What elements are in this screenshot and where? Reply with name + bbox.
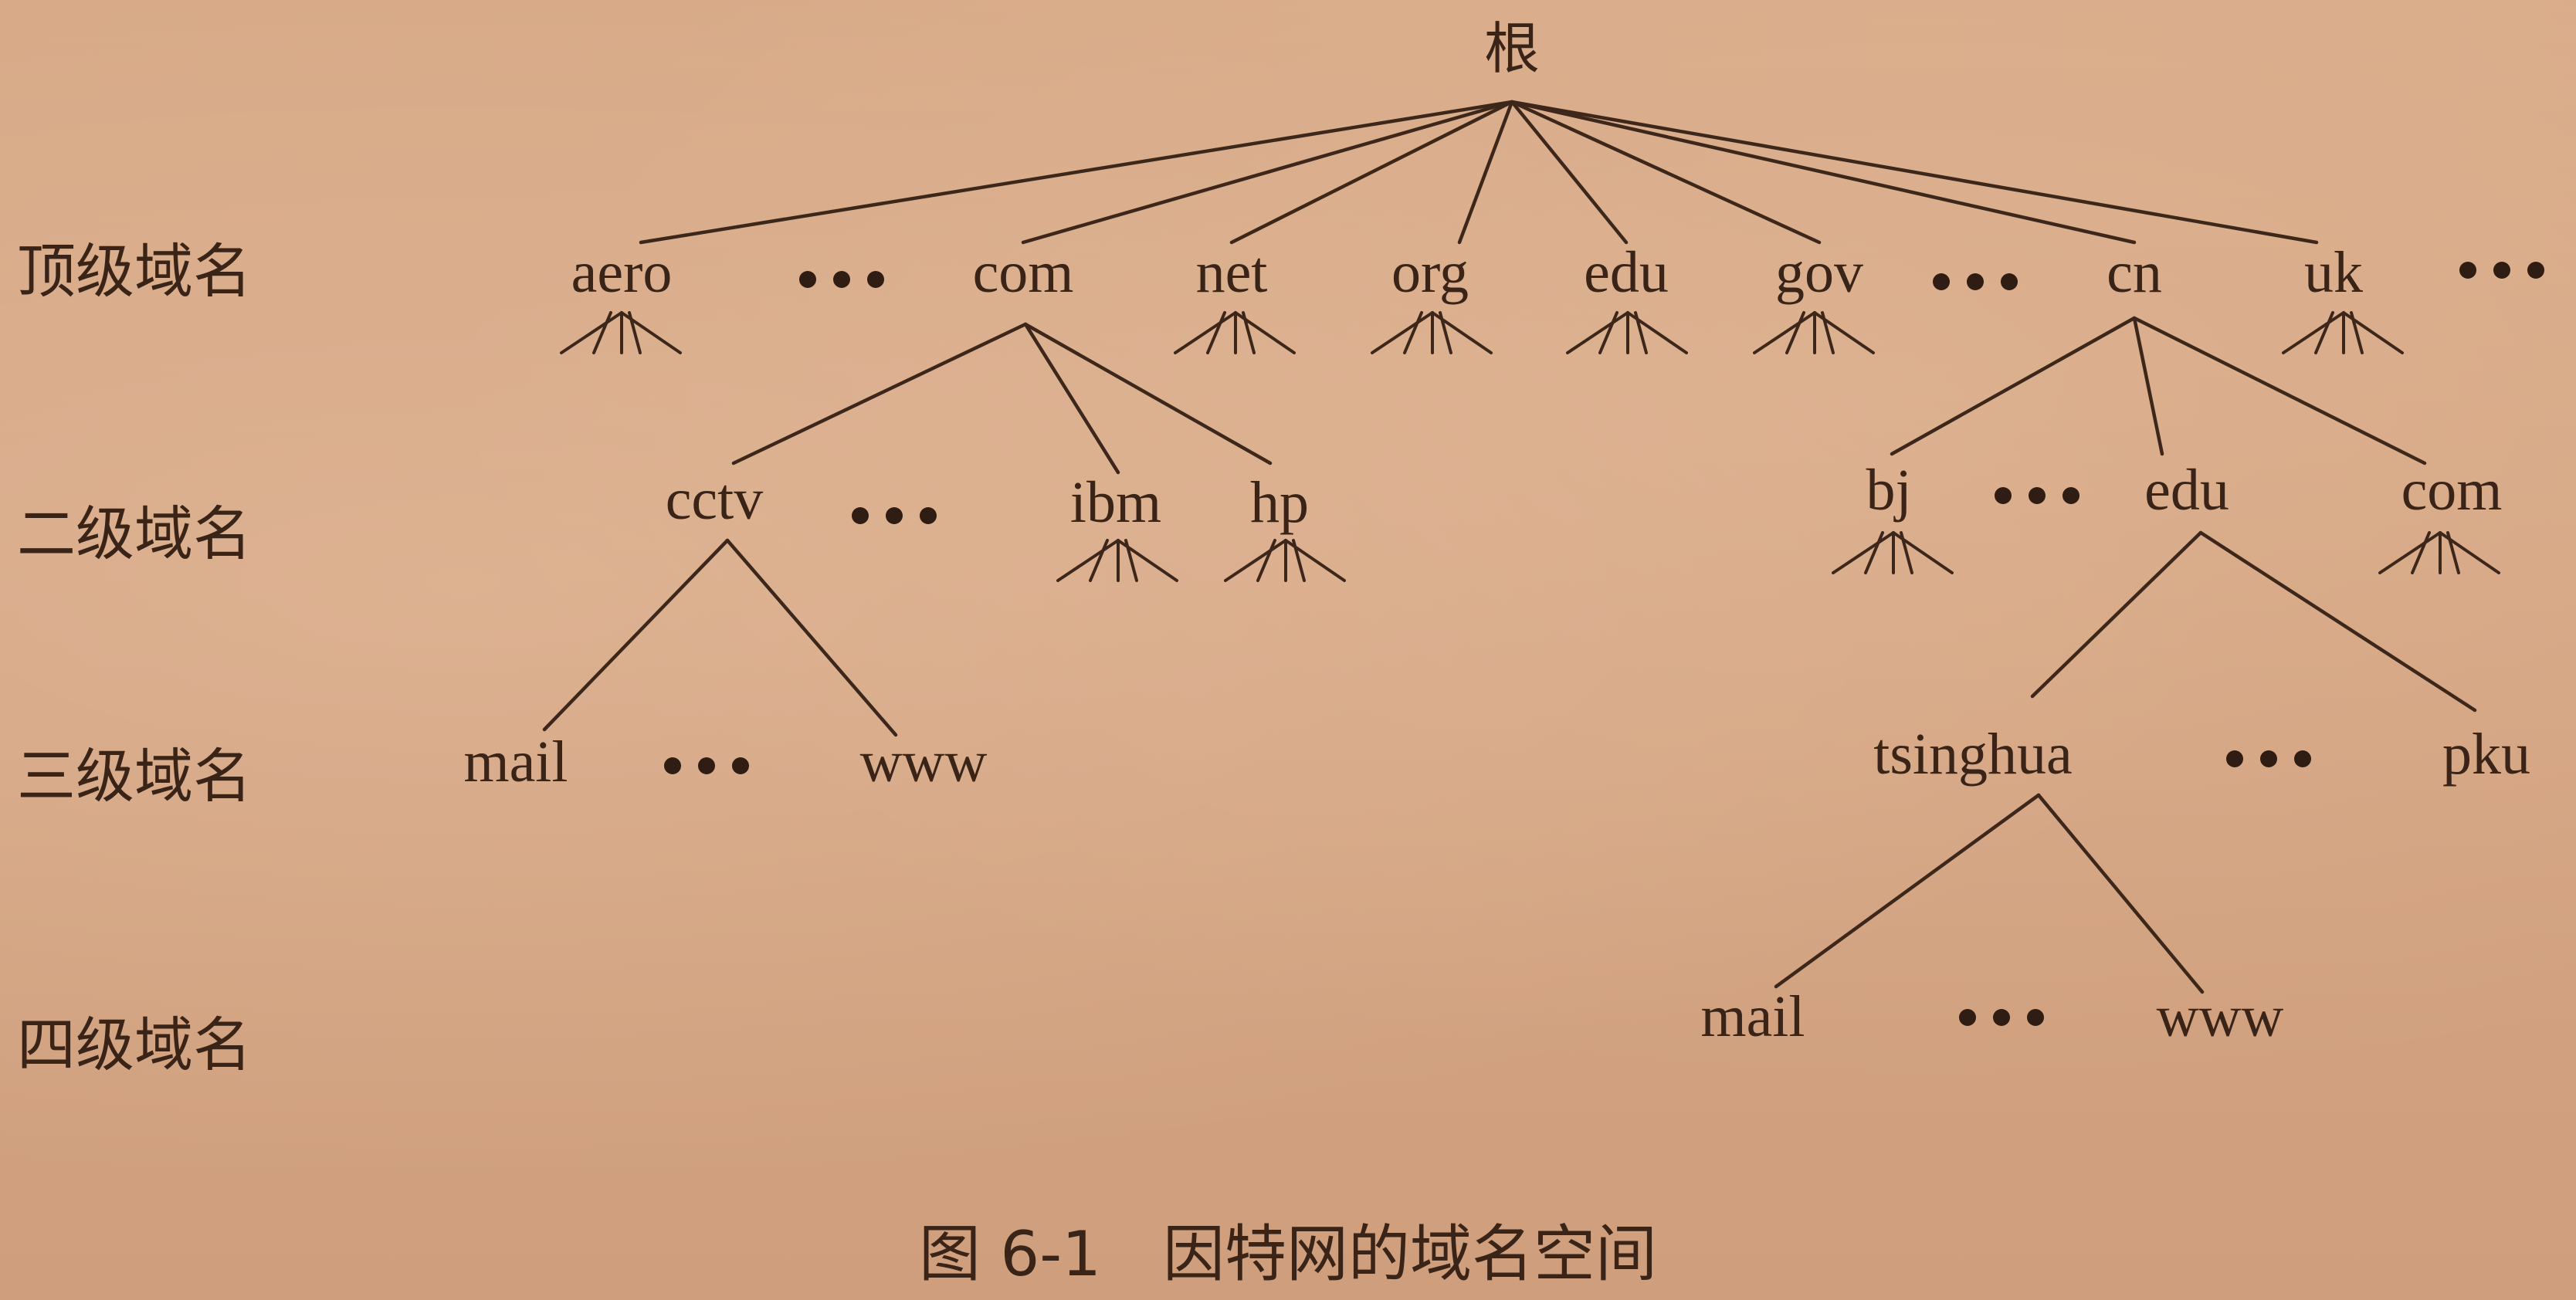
ellipsis-top-after-gov: [1933, 273, 2018, 290]
edge-com-ibm: [1023, 322, 1120, 475]
level-label-third: 三级域名: [17, 742, 252, 811]
edge-root-uk: [1510, 100, 2319, 245]
node-org: org: [1391, 240, 1469, 305]
level-label-second: 二级域名: [17, 499, 252, 568]
edge-cn-cn-edu: [2132, 316, 2164, 456]
subtree-fans: [560, 311, 2500, 582]
ellipsis-second-after-bj: [1995, 487, 2079, 504]
fan-uk: [2282, 311, 2404, 354]
node-cctv-mail: mail: [463, 730, 568, 794]
node-tsinghua: tsinghua: [1873, 722, 2073, 787]
edge-cctv-cctv-mail: [542, 538, 730, 732]
node-cn: cn: [2107, 240, 2162, 305]
ellipsis-group: [664, 262, 2544, 1026]
edge-com-cctv: [731, 322, 1028, 465]
node-tsinghua-mail: mail: [1700, 984, 1805, 1049]
ellipsis-top-after-uk: [2459, 262, 2544, 279]
fan-org: [1371, 311, 1493, 354]
fan-net: [1174, 311, 1296, 354]
edge-root-org: [1457, 100, 1514, 245]
edge-tsinghua-tsinghua-mail: [1774, 793, 2041, 989]
node-cn-edu: edu: [2144, 458, 2229, 523]
level-label-fourth: 四级域名: [17, 1011, 252, 1079]
node-uk: uk: [2304, 240, 2363, 305]
edge-cn-edu-tsinghua: [2030, 530, 2203, 699]
node-cctv: cctv: [666, 467, 764, 532]
fan-aero: [560, 311, 682, 354]
edge-root-com: [1021, 100, 1514, 245]
tree-edges: [542, 100, 2477, 994]
edge-root-aero: [639, 100, 1514, 245]
ellipsis-third-after-mail: [664, 757, 749, 774]
fan-edu: [1566, 311, 1688, 354]
root-node: 根: [1484, 16, 1540, 81]
node-com: com: [973, 240, 1074, 305]
node-tsinghua-www: www: [2157, 984, 2284, 1049]
edge-cctv-cctv-www: [725, 538, 898, 737]
node-net: net: [1196, 240, 1268, 305]
figure-caption: 图 6-1 因特网的域名空间: [919, 1218, 1657, 1290]
node-edu: edu: [1584, 240, 1669, 305]
edge-root-net: [1229, 100, 1514, 245]
node-hp: hp: [1250, 470, 1309, 535]
fan-hp: [1224, 539, 1346, 582]
edge-cn-edu-pku: [2198, 530, 2477, 713]
node-pku: pku: [2442, 722, 2530, 787]
ellipsis-fourth-after-mail: [1959, 1009, 2044, 1026]
node-bj: bj: [1866, 458, 1911, 523]
edge-tsinghua-tsinghua-www: [2036, 793, 2205, 994]
node-cctv-www: www: [860, 730, 988, 794]
fan-cn-com: [2378, 531, 2500, 574]
node-aero: aero: [571, 240, 673, 305]
node-gov: gov: [1775, 240, 1863, 305]
edge-root-cn: [1510, 100, 2137, 245]
fan-bj: [1832, 531, 1954, 574]
fan-gov: [1753, 311, 1875, 354]
edge-com-hp: [1023, 322, 1273, 465]
ellipsis-second-after-cctv: [852, 507, 937, 524]
level-label-top: 顶级域名: [17, 237, 252, 306]
edge-cn-bj: [1890, 316, 2137, 456]
edge-root-edu: [1510, 100, 1629, 245]
node-ibm: ibm: [1070, 470, 1161, 535]
edge-root-gov: [1510, 100, 1822, 245]
node-cn-com: com: [2401, 458, 2503, 523]
ellipsis-top-after-aero: [799, 271, 884, 288]
ellipsis-third-after-tsinghua: [2226, 750, 2311, 767]
fan-ibm: [1056, 539, 1178, 582]
edge-cn-cn-com: [2132, 316, 2427, 465]
